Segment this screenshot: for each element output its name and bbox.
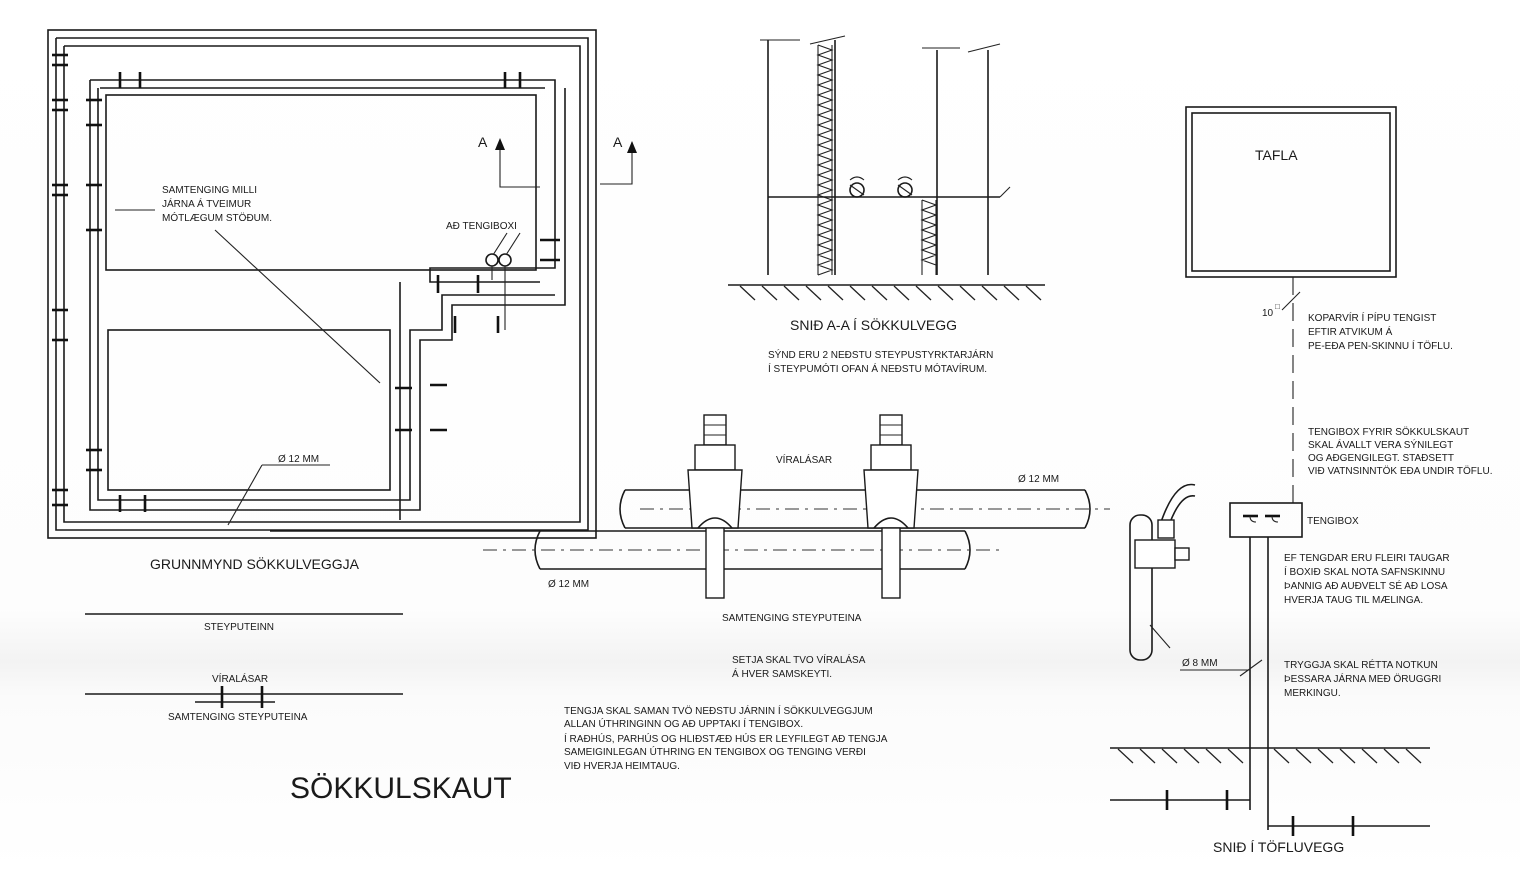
box-note-3: OG AÐGENGILEGT. STAÐSETT	[1308, 453, 1454, 464]
plan-note-line-2: JÁRNA Á TVEIMUR	[162, 197, 251, 210]
main-title: SÖKKULSKAUT	[290, 772, 512, 805]
plan-outer-bar-2	[63, 45, 581, 523]
to-box-terminal-1	[485, 253, 499, 267]
box-note-1: TENGIBOX FYRIR SÖKKULSKAUT	[1308, 426, 1469, 438]
legend-foundation-bar-label: STEYPUTEINN	[204, 622, 274, 633]
copper-note-1: KOPARVÍR Í PÍPU TENGIST	[1308, 311, 1436, 324]
rebar-right	[920, 199, 938, 266]
tengibox-label: TENGIBOX	[1307, 516, 1359, 527]
plan-outer-bar	[55, 37, 589, 531]
section-aa-note-1: SÝND ERU 2 NEÐSTU STEYPUSTYRKTARJÁRN	[768, 348, 993, 361]
marking-note-1: TRYGGJA SKAL RÉTTA NOTKUN	[1284, 658, 1438, 671]
clamp-diameter-left: Ø 12 MM	[548, 579, 589, 590]
main-note: TENGJA SKAL SAMAN TVÖ NEÐSTU JÁRNIN Í SÖ…	[564, 704, 888, 772]
legend: STEYPUTEINN VÍRALÁSAR SAMTENGING STEYPUT…	[85, 613, 403, 723]
foundation-plan: SAMTENGING MILLI JÁRNA Á TVEIMUR MÓTLÆGU…	[47, 29, 637, 572]
multi-note-2: Í BOXIÐ SKAL NOTA SAFNSKINNU	[1284, 565, 1445, 578]
multi-note-1: EF TENGDAR ERU FLEIRI TAUGAR	[1284, 553, 1450, 564]
main-note-line-3: Í RAÐHÚS, PARHÚS OG HLIÐSTÆÐ HÚS ER LEYF…	[564, 732, 888, 745]
earth-bar-diameter: Ø 8 MM	[1182, 658, 1218, 669]
to-box-terminal-2	[498, 253, 512, 267]
box-note-2: SKAL ÁVALLT VERA SÝNILEGT	[1308, 438, 1453, 451]
water-pipe	[1129, 514, 1153, 661]
section-line-left	[499, 140, 540, 188]
plan-room-2	[107, 329, 391, 491]
plan-inner-bar-left-2	[97, 88, 555, 501]
clamp-detail: VÍRALÁSAR Ø 12 MM Ø 12 MM SAMTENGING STE…	[270, 414, 1110, 680]
plan-diameter-label: Ø 12 MM	[278, 454, 319, 465]
section-marker-right: A	[613, 134, 623, 150]
section-aa-note-2: Í STEYPUMÓTI OFAN Á NEÐSTU MÓTAVÍRUM.	[768, 362, 987, 375]
plan-title: GRUNNMYND SÖKKULVEGGJA	[150, 555, 360, 572]
plan-inner-bar-top	[90, 79, 556, 283]
to-box-label: AÐ TENGIBOXI	[446, 221, 517, 232]
section-aa-title: SNIÐ A-A Í SÖKKULVEGG	[790, 316, 957, 333]
plan-joints	[52, 53, 560, 512]
panel-section: TAFLA 10 □ KOPARVÍR Í PÍPU TENGIST EFTIR…	[1110, 106, 1492, 855]
main-note-line-4: SAMEIGINLEGAN ÚTHRING EN TENGIBOX OG TEN…	[564, 745, 866, 758]
multi-note-4: HVERJA TAUG TIL MÆLINGA.	[1284, 595, 1423, 606]
section-line-right	[600, 142, 633, 185]
main-note-line-5: VIÐ HVERJA HEIMTAUG.	[564, 761, 680, 772]
copper-note-3: PE-EÐA PEN-SKINNU Í TÖFLU.	[1308, 339, 1453, 352]
section-arrow-right	[627, 141, 637, 153]
clamp-note-1: SETJA SKAL TVO VÍRALÁSA	[732, 653, 866, 666]
copper-note-2: EFTIR ATVIKUM Á	[1308, 325, 1393, 338]
section-marker-left: A	[478, 134, 488, 150]
plan-note-line-1: SAMTENGING MILLI	[162, 185, 257, 196]
wire-size-unit: □	[1275, 302, 1280, 311]
multi-note-3: ÞANNIG AÐ AUÐVELT SÉ AÐ LOSA	[1284, 579, 1448, 592]
clamp-caption: SAMTENGING STEYPUTEINA	[722, 613, 862, 624]
main-note-line-1: TENGJA SKAL SAMAN TVÖ NEÐSTU JÁRNIN Í SÖ…	[564, 704, 873, 717]
section-clamp-1	[849, 182, 865, 198]
box-note-4: VIÐ VATNSINNTÖK EÐA UNDIR TÖFLU.	[1308, 465, 1492, 477]
marking-note-2: ÞESSARA JÁRNA MEÐ ÖRUGGRI	[1284, 672, 1441, 685]
clamp-note-2: Á HVER SAMSKEYTI.	[732, 667, 832, 680]
wire-size: 10	[1262, 308, 1274, 319]
legend-clamps-label: VÍRALÁSAR	[212, 672, 268, 685]
plan-room-1	[105, 94, 537, 271]
marking-note-3: MERKINGU.	[1284, 688, 1341, 699]
legend-joining-label: SAMTENGING STEYPUTEINA	[168, 712, 308, 723]
section-aa: SNIÐ A-A Í SÖKKULVEGG SÝND ERU 2 NEÐSTU …	[728, 35, 1045, 375]
panel-ground-hatch	[1117, 748, 1422, 764]
section-arrow-left	[495, 138, 505, 150]
plan-note-line-3: MÓTLÆGUM STÖÐUM.	[162, 211, 272, 224]
panel-section-title: SNIÐ Í TÖFLUVEGG	[1213, 838, 1344, 855]
clamp-diameter-right: Ø 12 MM	[1018, 474, 1059, 485]
section-ground-hatch	[739, 285, 1042, 301]
panel-label: TAFLA	[1255, 147, 1298, 163]
panel-outline	[1185, 106, 1397, 278]
tengibox	[1229, 502, 1303, 538]
section-clamp-2	[897, 182, 913, 198]
rebar-left	[816, 44, 834, 276]
plan-outer-outline	[47, 29, 597, 539]
main-note-line-2: ALLAN ÚTHRINGINN OG AÐ UPPTAKI Í TENGIBO…	[564, 717, 803, 730]
clamp-label: VÍRALÁSAR	[776, 453, 832, 466]
